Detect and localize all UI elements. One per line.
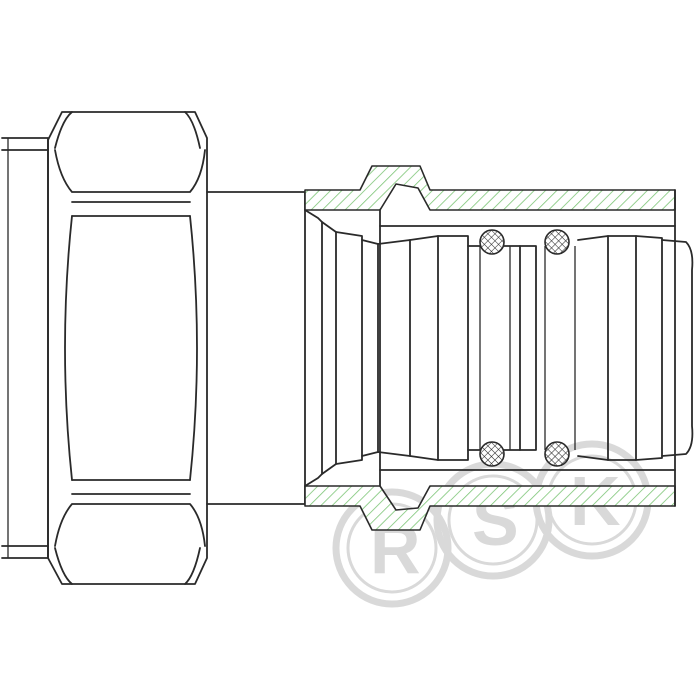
o-ring-2-top [544, 229, 570, 255]
body-neck [206, 191, 306, 505]
sleeve-top-section [304, 165, 676, 211]
inner-flange [304, 209, 381, 487]
o-ring-1-top [479, 229, 505, 255]
hex-nut [47, 111, 208, 585]
threaded-end [1, 137, 49, 559]
o-rings [479, 229, 570, 467]
o-ring-2-bottom [544, 441, 570, 467]
press-sleeve-section [304, 165, 676, 531]
barbed-insert [377, 225, 694, 471]
o-ring-1-bottom [479, 441, 505, 467]
